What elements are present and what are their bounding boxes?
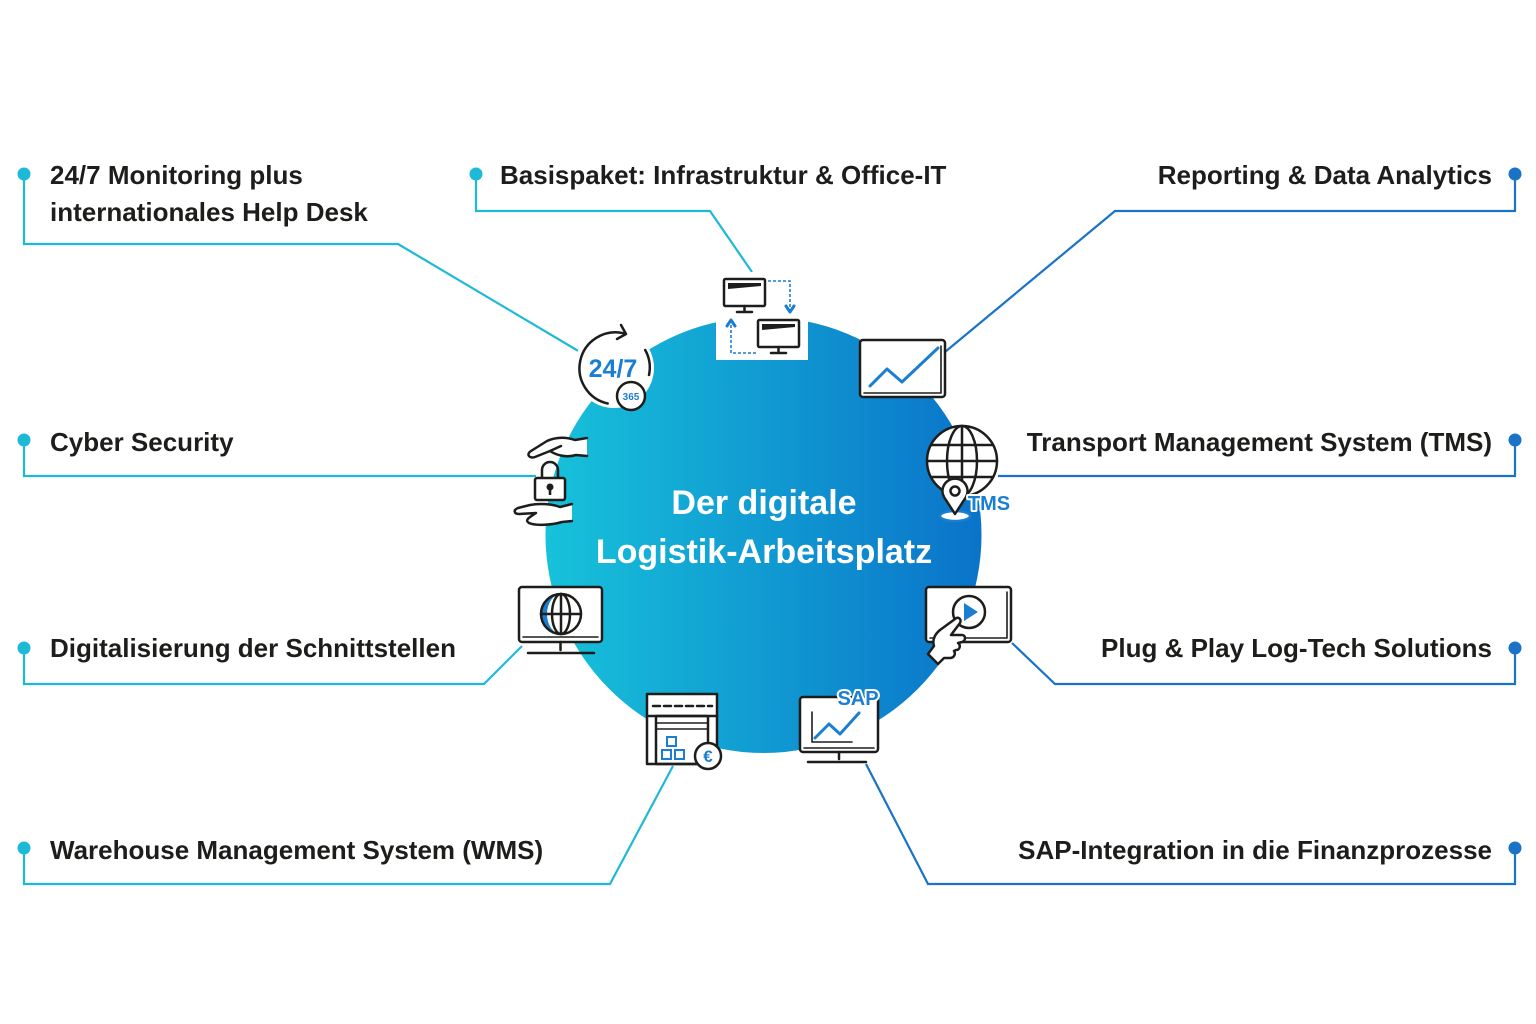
warehouse-box-left <box>661 749 672 760</box>
chart-axes <box>811 711 853 743</box>
sync-arrow-up-line <box>730 321 756 354</box>
warehouse-gate <box>654 714 710 766</box>
chart-trend-line <box>813 711 861 740</box>
label-sap: SAP-Integration in die Finanzprozesse <box>1018 835 1492 865</box>
circular-arrow-arc <box>578 331 625 405</box>
connector-sap <box>865 763 1517 886</box>
label-reporting: Reporting & Data Analytics <box>1158 160 1492 190</box>
hub-title-line2: Logistik-Arbeitsplatz <box>596 533 932 571</box>
connector-dot-cyber-security <box>17 433 31 447</box>
connector-dot-monitoring <box>17 167 31 181</box>
line-chart-icon <box>858 338 947 399</box>
connectors <box>17 167 1522 886</box>
sync-arrow-up-head <box>725 318 737 328</box>
circular-arrow-head <box>615 323 628 341</box>
connector-tms <box>998 440 1517 478</box>
warehouse-euro-icon: € <box>645 692 723 771</box>
label-cyber-security: Cyber Security <box>50 427 234 457</box>
labels: 24/7 Monitoring plus internationales Hel… <box>50 160 1492 865</box>
monitors-sync-icon <box>716 272 808 360</box>
connector-wms <box>22 765 674 886</box>
connector-dot-sap <box>1508 841 1522 855</box>
chart-trend-line <box>868 346 940 388</box>
connector-cyber-security <box>22 440 536 478</box>
365-badge-circle <box>615 380 647 412</box>
365-badge-text: 365 <box>623 392 640 403</box>
label-monitoring-line2: internationales Help Desk <box>50 197 368 227</box>
sap-text: SAP <box>837 688 878 710</box>
circular-arrow-right-arc <box>643 348 652 377</box>
chart-frame <box>858 338 947 399</box>
sap-monitor-chart-icon: SAP <box>798 686 881 764</box>
connector-basispaket <box>474 174 753 273</box>
connector-monitoring <box>22 174 581 353</box>
monitor-bottom-glare <box>762 324 795 330</box>
upper-hand-thumb <box>548 444 563 453</box>
connector-dot-plug-play <box>1508 641 1522 655</box>
monitor-globe-icon <box>517 585 604 655</box>
connector-dot-reporting <box>1508 167 1522 181</box>
hub-title-line1: Der digitale <box>671 484 856 522</box>
connector-dot-basispaket <box>469 167 483 181</box>
tms-text: TMS <box>968 493 1010 515</box>
24-7-text: 24/7 <box>589 355 638 383</box>
connector-reporting <box>944 174 1517 353</box>
location-pin-hole <box>949 485 961 497</box>
24-7-support-icon: 24/7 365 <box>574 323 654 412</box>
connector-dot-schnittstellen <box>17 641 31 655</box>
label-basispaket: Basispaket: Infrastruktur & Office-IT <box>500 160 947 190</box>
label-tms: Transport Management System (TMS) <box>1027 427 1492 457</box>
warehouse-box-top <box>666 736 677 747</box>
sync-arrow-down-line <box>768 280 791 311</box>
monitor-top-glare <box>728 283 761 289</box>
connector-dot-wms <box>17 841 31 855</box>
euro-badge-text: € <box>703 747 713 766</box>
label-plug-play: Plug & Play Log-Tech Solutions <box>1101 633 1492 663</box>
chart-frame-shadow <box>863 345 942 394</box>
label-wms: Warehouse Management System (WMS) <box>50 835 543 865</box>
warehouse-box-right <box>674 749 685 760</box>
lower-hand <box>513 502 574 527</box>
label-schnittstellen: Digitalisierung der Schnittstellen <box>50 633 456 663</box>
play-triangle <box>964 603 978 621</box>
touch-play-icon <box>924 585 1013 666</box>
label-monitoring-line1: 24/7 Monitoring plus <box>50 160 303 190</box>
padlock-shackle <box>540 460 560 481</box>
globe-crescent <box>541 594 561 634</box>
sync-arrow-down-head <box>784 304 796 314</box>
padlock-keyhole-slot <box>548 488 552 495</box>
globe-location-pin-icon: TMS <box>925 424 1012 523</box>
pointing-hand <box>926 616 967 666</box>
central-hub: Der digitale Logistik-Arbeitsplatz <box>545 317 982 753</box>
padlock-hands-icon <box>513 436 589 527</box>
connector-schnittstellen <box>22 645 523 686</box>
padlock-keyhole <box>546 483 554 491</box>
hub-circle <box>545 317 982 753</box>
euro-badge-circle <box>693 741 723 771</box>
connector-plug-play <box>1011 642 1517 686</box>
connector-dot-tms <box>1508 433 1522 447</box>
